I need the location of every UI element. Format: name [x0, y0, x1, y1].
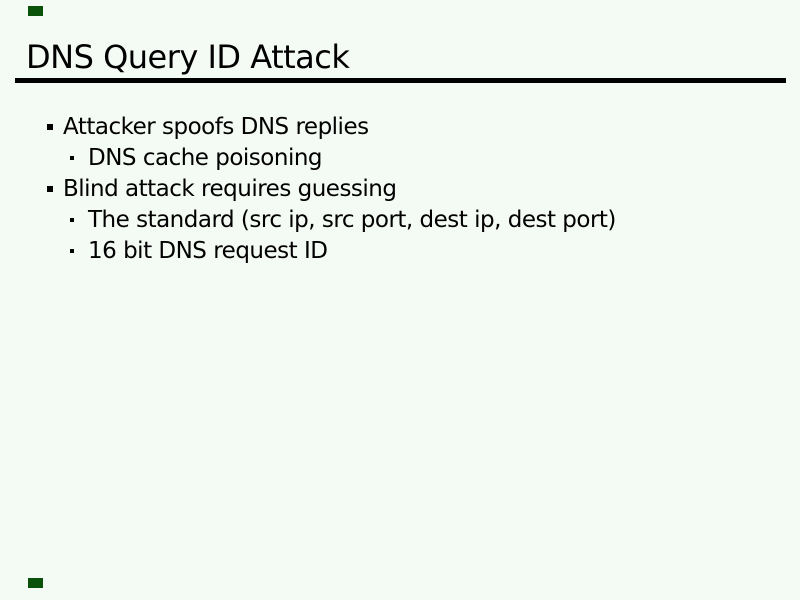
bullet-item: Attacker spoofs DNS replies: [0, 111, 800, 142]
bullet-text: Attacker spoofs DNS replies: [63, 113, 369, 140]
bullet-item: The standard (src ip, src port, dest ip,…: [0, 204, 800, 235]
bullet-text: DNS cache poisoning: [88, 144, 323, 171]
slide-title: DNS Query ID Attack: [26, 38, 350, 76]
slide-corner-marker-bottom-icon: [28, 578, 43, 588]
bullet-text: The standard (src ip, src port, dest ip,…: [88, 206, 616, 233]
bullet-list: Attacker spoofs DNS replies DNS cache po…: [0, 111, 800, 266]
bullet-item: DNS cache poisoning: [0, 142, 800, 173]
bullet-square-icon: [47, 123, 53, 130]
title-underline: [15, 78, 786, 83]
bullet-square-icon: [70, 248, 74, 253]
bullet-text: 16 bit DNS request ID: [88, 237, 328, 264]
bullet-square-icon: [70, 217, 74, 222]
bullet-square-icon: [47, 185, 53, 192]
bullet-item: 16 bit DNS request ID: [0, 235, 800, 266]
bullet-square-icon: [70, 155, 74, 160]
bullet-item: Blind attack requires guessing: [0, 173, 800, 204]
slide-corner-marker-top-icon: [28, 6, 43, 16]
bullet-text: Blind attack requires guessing: [63, 175, 397, 202]
